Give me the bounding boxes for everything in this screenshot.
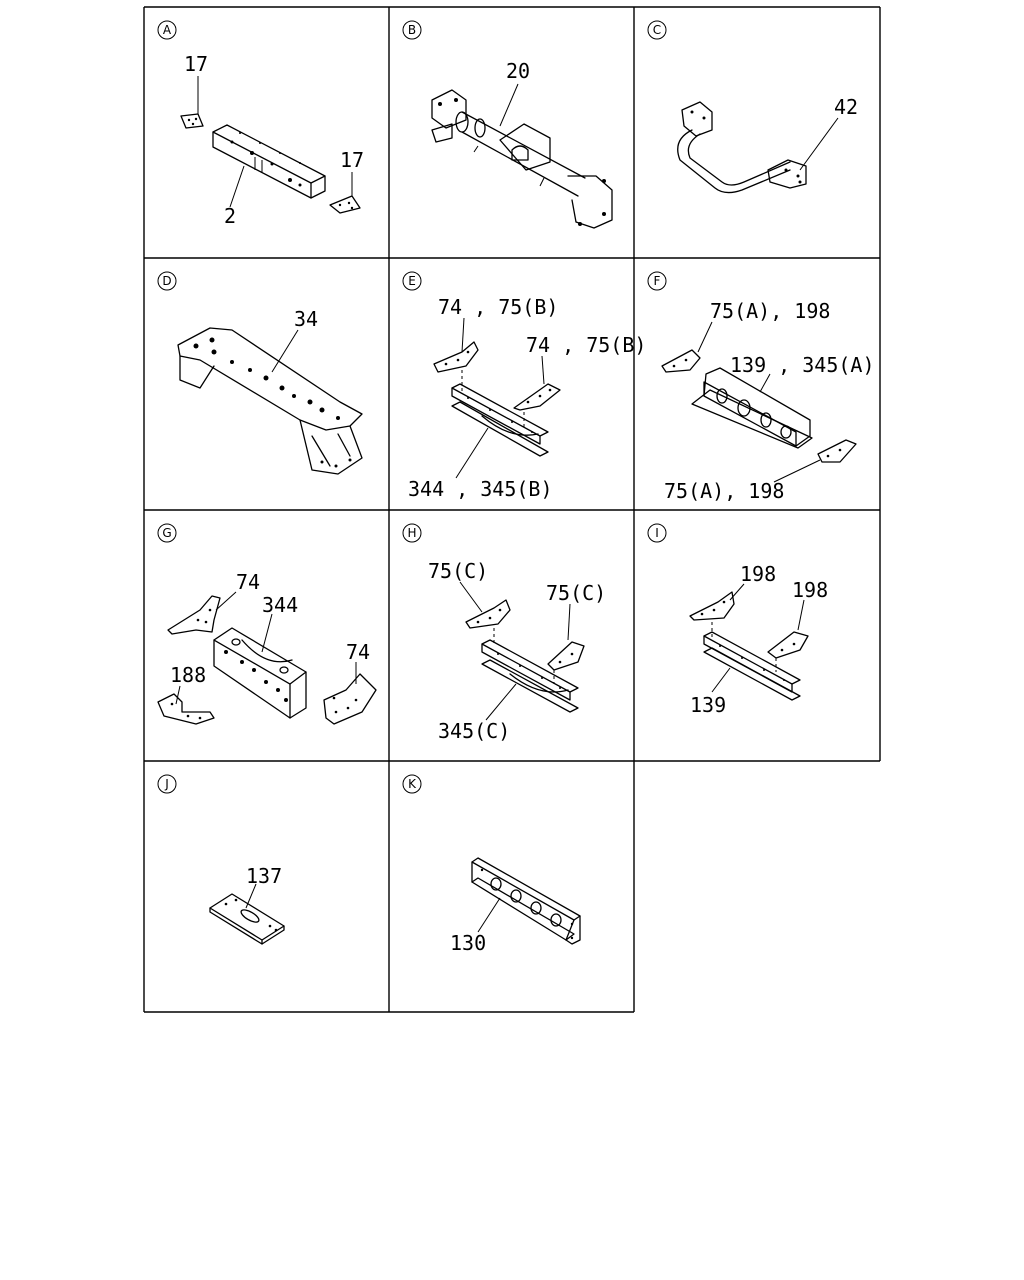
svg-text:C: C (653, 23, 661, 37)
svg-text:F: F (654, 274, 661, 288)
panel-k-badge: K (402, 774, 422, 794)
callout-188: 188 (170, 663, 206, 687)
panel-f-badge: F (647, 271, 667, 291)
svg-text:D: D (162, 274, 171, 288)
callout-74-75b-right: 74 , 75(B) (526, 333, 646, 357)
panel-b: B 20 (402, 20, 613, 229)
channel-crossmember-illustration (689, 583, 809, 701)
panel-c-badge: C (647, 20, 667, 40)
callout-74-upper: 74 (236, 570, 260, 594)
callout-20: 20 (506, 59, 530, 83)
panel-i: I 198 198 139 (647, 523, 828, 717)
svg-text:A: A (163, 23, 172, 37)
panel-a: A 17 17 2 (157, 20, 364, 228)
panel-e: E 74 , 75(B) 74 , 75(B) 344 , 345(B) (402, 271, 646, 501)
callout-137: 137 (246, 864, 282, 888)
callout-345c: 345(C) (438, 719, 510, 743)
callout-139: 139 (690, 693, 726, 717)
callout-42: 42 (834, 95, 858, 119)
callout-75c-upper: 75(C) (428, 559, 488, 583)
small-plate-crossmember-illustration (209, 883, 285, 945)
callout-130: 130 (450, 931, 486, 955)
boxed-crossmember-illustration (661, 321, 857, 483)
svg-text:E: E (408, 274, 416, 288)
panel-j: J 137 (157, 774, 285, 945)
bent-tube-crossmember-illustration (677, 101, 839, 194)
panel-b-badge: B (402, 20, 422, 40)
svg-text:I: I (655, 526, 659, 540)
callout-2: 2 (224, 204, 236, 228)
panel-f: F 75(A), 198 139 , 345(A) 75(A), 198 (647, 271, 875, 503)
crossmember-illustration (180, 76, 361, 214)
panel-d: D 34 (157, 271, 363, 475)
callout-74-75b-upper: 74 , 75(B) (438, 295, 558, 319)
callout-344-345b: 344 , 345(B) (408, 477, 553, 501)
crossmember-with-gussets-c-illustration (459, 581, 585, 721)
svg-text:G: G (162, 526, 171, 540)
crossmember-with-gussets-illustration (433, 317, 561, 479)
grid-frame (143, 6, 881, 1013)
svg-text:K: K (408, 777, 417, 791)
callout-198-right: 198 (792, 578, 828, 602)
panel-c: C 42 (647, 20, 858, 194)
callout-34: 34 (294, 307, 318, 331)
callout-75c-right: 75(C) (546, 581, 606, 605)
callout-75a-198-upper: 75(A), 198 (710, 299, 830, 323)
panel-a-badge: A (157, 20, 177, 40)
callout-17-upper: 17 (184, 52, 208, 76)
panel-g: G 74 344 74 188 (157, 523, 377, 725)
panel-k: K 130 (402, 774, 581, 955)
heavy-crossmember-illustration (157, 591, 377, 725)
callout-344: 344 (262, 593, 298, 617)
svg-text:B: B (408, 23, 416, 37)
panel-j-badge: J (157, 774, 177, 794)
callout-74-lower: 74 (346, 640, 370, 664)
svg-text:J: J (164, 777, 169, 791)
panel-h-badge: H (402, 523, 422, 543)
svg-text:H: H (407, 526, 416, 540)
callout-17-lower: 17 (340, 148, 364, 172)
panel-g-badge: G (157, 523, 177, 543)
panel-d-badge: D (157, 271, 177, 291)
lightened-channel-crossmember-illustration (471, 857, 581, 945)
panel-i-badge: I (647, 523, 667, 543)
tubular-crossmember-illustration (431, 83, 613, 229)
callout-198-upper: 198 (740, 562, 776, 586)
panel-e-badge: E (402, 271, 422, 291)
panel-h: H 75(C) 75(C) 345(C) (402, 523, 606, 743)
callout-75a-198-lower: 75(A), 198 (664, 479, 784, 503)
callout-139-345a: 139 , 345(A) (730, 353, 875, 377)
plate-crossmember-illustration (177, 327, 363, 475)
